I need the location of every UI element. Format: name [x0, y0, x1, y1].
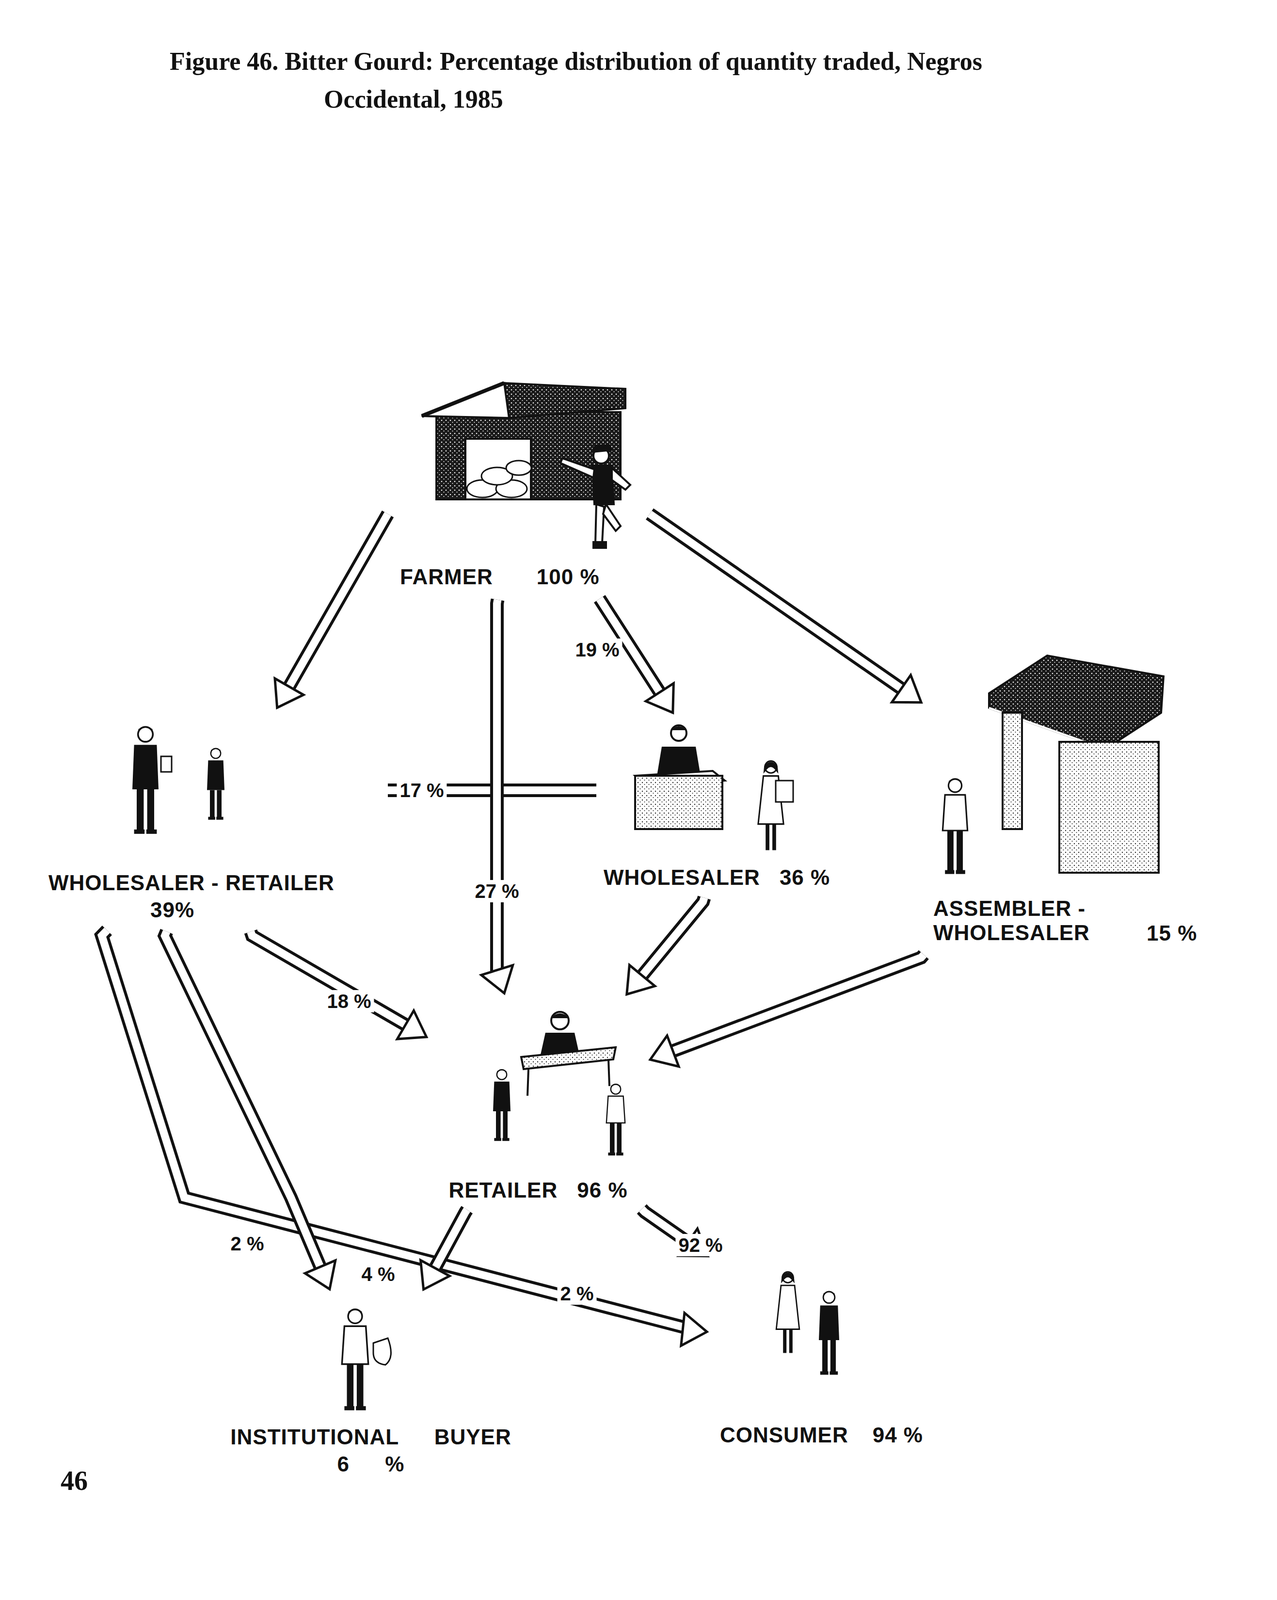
- buyer-figure: [341, 1308, 391, 1410]
- arrow-head: [645, 683, 674, 713]
- trader-figure: [132, 726, 159, 834]
- flow-arrow: [420, 1209, 468, 1290]
- trader-figure: [207, 748, 225, 820]
- node-name: ASSEMBLER - WHOLESALER: [933, 896, 1118, 946]
- farmer-figure: [560, 445, 631, 548]
- arrow-band-inner: [287, 513, 389, 691]
- arrow-head: [892, 674, 922, 703]
- arrow-head: [274, 678, 304, 708]
- flow-arrow: [250, 931, 427, 1039]
- node-label-group: WHOLESALER 36 %: [601, 865, 863, 893]
- arrow-band: [164, 931, 322, 1272]
- arrow-band: [638, 897, 704, 980]
- arrow-head: [481, 965, 513, 994]
- arrow-band-inner: [101, 930, 699, 1331]
- retailer-figure: [493, 1011, 625, 1156]
- arrow-head: [420, 1260, 450, 1290]
- flow-arrow: [626, 897, 705, 995]
- node-label-group: ASSEMBLER - WHOLESALER 15 %: [925, 896, 1198, 951]
- page-number: 46: [60, 1465, 88, 1497]
- flow-percent: 19 %: [572, 638, 623, 661]
- wholesaler-figure: [635, 725, 794, 850]
- node-label-group: CONSUMER 94 %: [712, 1422, 960, 1450]
- arrow-band-inner: [638, 897, 704, 980]
- consumer-figure: [818, 1291, 840, 1375]
- node-name: FARMER: [399, 564, 494, 590]
- flow-percent: 17 %: [396, 779, 447, 802]
- flow-percent: 2 %: [227, 1232, 268, 1255]
- arrow-band-inner: [668, 954, 925, 1053]
- flow-arrow: [274, 513, 388, 708]
- market-node: FARMER 100 %: [392, 358, 645, 594]
- arrow-band: [649, 513, 906, 692]
- flow-percent: 27 %: [471, 879, 522, 903]
- arrow-head: [681, 1312, 707, 1346]
- figure-title: Figure 46. Bitter Gourd: Percentage dist…: [169, 42, 1038, 119]
- arrow-head: [397, 1010, 427, 1039]
- node-label-group: RETAILER 96 %: [431, 1178, 645, 1205]
- node-label-group: FARMER 100 %: [392, 564, 645, 594]
- arrow-head: [304, 1260, 336, 1290]
- market-node: CONSUMER 94 %: [712, 1241, 960, 1450]
- node-percent: 6 %: [337, 1452, 405, 1477]
- arrow-band: [668, 954, 925, 1053]
- arrow-band-inner: [250, 931, 410, 1027]
- flow-arrow: [164, 931, 336, 1290]
- market-node: ASSEMBLER - WHOLESALER 15 %: [925, 649, 1198, 951]
- node-label-group: INSTITUTIONAL BUYER6 %: [218, 1424, 524, 1479]
- arrow-band-inner: [164, 931, 322, 1272]
- node-name: WHOLESALER: [603, 865, 761, 890]
- node-percent: 39%: [150, 897, 195, 923]
- arrow-band-inner: [496, 599, 499, 975]
- arrow-band-inner: [432, 1209, 468, 1273]
- node-percent: 94 %: [872, 1422, 924, 1448]
- node-percent: 96 %: [576, 1178, 628, 1203]
- flow-percent: 92 %: [675, 1233, 726, 1257]
- arrow-band-inner: [649, 513, 906, 692]
- arrow-band: [250, 931, 410, 1027]
- flow-percent: 4 %: [358, 1262, 399, 1286]
- flow-arrow: [649, 513, 922, 703]
- flow-arrow: [481, 599, 513, 994]
- flow-percent: 18 %: [323, 989, 374, 1013]
- market-node: WHOLESALER 36 %: [601, 717, 863, 893]
- flow-percent: 2 %: [557, 1282, 597, 1305]
- node-name: WHOLESALER - RETAILER: [48, 870, 335, 895]
- node-name: INSTITUTIONAL BUYER: [230, 1424, 511, 1450]
- market-node: WHOLESALER - RETAILER39%: [38, 712, 388, 926]
- node-label-group: WHOLESALER - RETAILER39%: [38, 870, 388, 926]
- consumer-figure: [776, 1271, 800, 1353]
- flow-arrow: [650, 954, 924, 1067]
- arrow-band: [101, 930, 699, 1331]
- node-percent: 15 %: [1146, 921, 1198, 946]
- arrow-head: [650, 1035, 679, 1067]
- market-node: INSTITUTIONAL BUYER6 %: [218, 1294, 524, 1479]
- arrow-band: [496, 599, 499, 975]
- market-node: RETAILER 96 %: [431, 998, 645, 1205]
- node-percent: 100 %: [536, 564, 600, 590]
- node-name: CONSUMER: [719, 1422, 849, 1448]
- arrow-band: [432, 1209, 468, 1273]
- flow-arrow: [101, 930, 707, 1346]
- arrow-band: [287, 513, 389, 691]
- node-percent: 36 %: [779, 865, 831, 890]
- assembler-stall: [942, 655, 1164, 875]
- node-name: RETAILER: [448, 1178, 558, 1203]
- arrow-head: [626, 965, 655, 995]
